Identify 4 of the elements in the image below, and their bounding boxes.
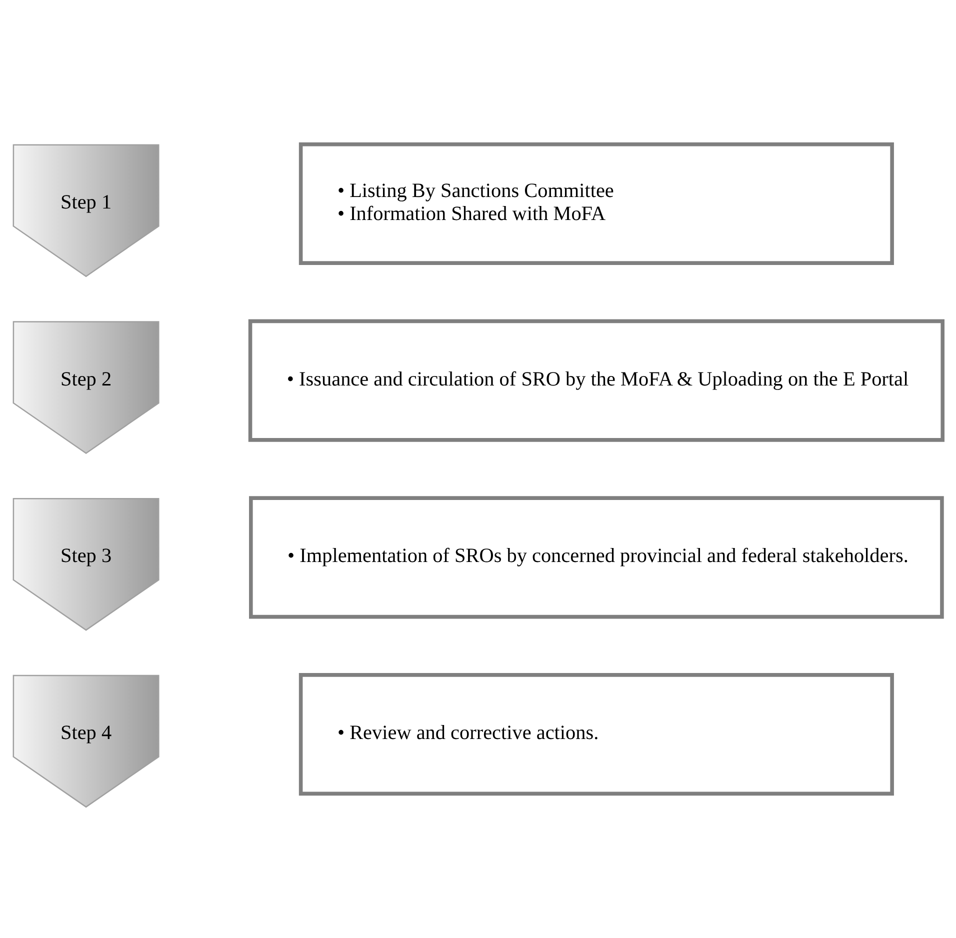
node-box: • Listing By Sanctions Committee • Information Shared with MoFA bbox=[298, 142, 894, 265]
node-box: • Review and corrective actions. bbox=[298, 673, 894, 796]
node-box: • Implementation of SROs by concerned provincial and federal stakeholders. bbox=[249, 496, 944, 619]
node-box: • Issuance and circulation of SRO by the MoFA & Uploading on the E Portal bbox=[248, 319, 944, 442]
